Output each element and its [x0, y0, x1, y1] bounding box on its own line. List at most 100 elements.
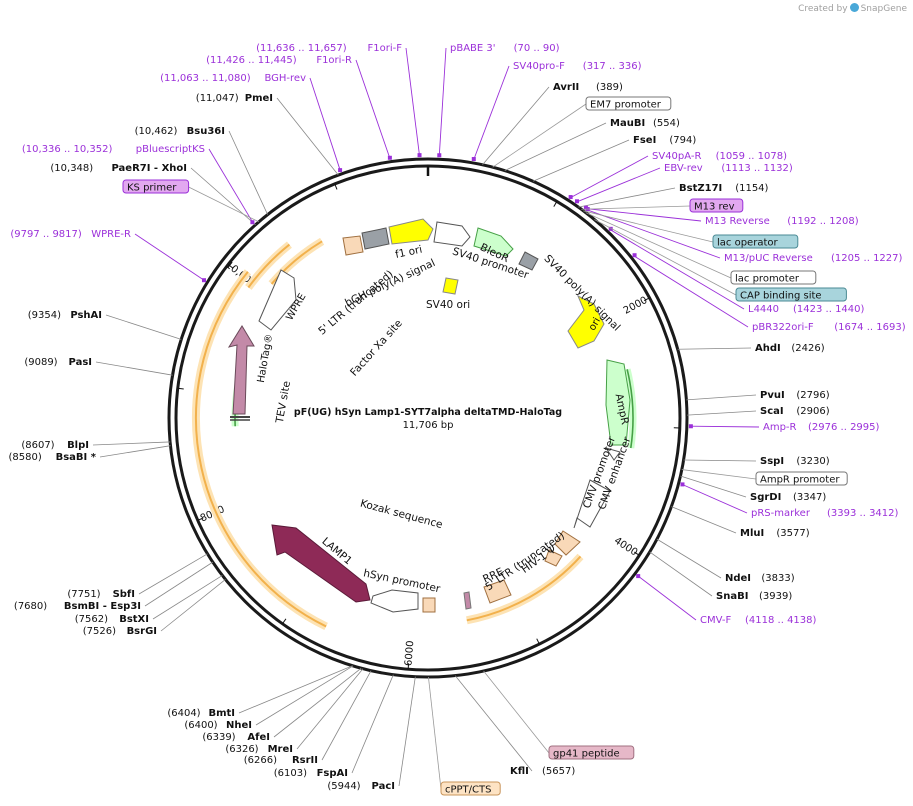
feature-leader-line	[585, 212, 732, 279]
primer-mark	[250, 220, 255, 225]
site-leader-line	[482, 86, 550, 166]
cmv-promoter-block	[554, 530, 581, 556]
primer-leader-line	[576, 167, 661, 203]
primer-position: (1113 .. 1132)	[721, 163, 793, 174]
site-position: (3347)	[793, 492, 826, 503]
site-position: (6326)	[225, 744, 258, 755]
primer-label: EBV-rev	[664, 163, 703, 174]
feature-box	[548, 745, 635, 760]
site-leader-line	[296, 668, 364, 750]
sv40-promoter-arrow	[433, 221, 471, 247]
hiv-psi-block	[544, 549, 563, 567]
site-label: MauBI	[610, 118, 645, 129]
site-leader-line	[578, 187, 676, 208]
primer-label: M13 Reverse	[705, 216, 770, 227]
site-label: AhdI	[755, 343, 781, 354]
site-leader-line	[532, 139, 630, 182]
site-label: FspAI	[317, 768, 348, 779]
feature-box-label: lac promoter	[735, 274, 800, 285]
plasmid-name: pF(UG) hSyn Lamp1-SYT7alpha deltaTMD-Hal…	[294, 407, 562, 418]
site-label: BstZ17I	[679, 183, 722, 194]
site-position: (5657)	[542, 766, 575, 777]
site-label: BstXI	[119, 614, 149, 625]
cppt-block	[422, 597, 436, 613]
tick-mark	[553, 201, 558, 207]
primer-mark	[688, 424, 693, 429]
ori-arrow	[567, 294, 605, 349]
site-position: (10,462)	[135, 126, 178, 137]
primer-leader-line	[609, 229, 745, 310]
bgh-polya-block	[361, 227, 390, 250]
site-leader-line	[95, 361, 173, 376]
primer-position: (70 .. 90)	[514, 43, 560, 54]
feature-box	[689, 198, 744, 213]
feature-leader-line	[483, 670, 550, 754]
lamp1-arrow	[271, 524, 371, 603]
site-leader-line	[351, 674, 394, 774]
site-position: (7562)	[75, 614, 108, 625]
site-position: (2796)	[796, 390, 829, 401]
site-leader-line	[152, 575, 223, 620]
site-label: Bsu36I	[187, 126, 225, 137]
label-sv40-ori: SV40 ori	[426, 299, 470, 311]
site-position: (6404)	[167, 708, 200, 719]
site-label: SnaBI	[716, 591, 748, 602]
site-leader-line	[138, 553, 208, 595]
primer-mark	[632, 253, 637, 258]
feature-arc	[270, 240, 323, 285]
label-kozak: Kozak sequence	[359, 498, 444, 532]
site-leader-line	[683, 459, 757, 462]
primer-label: SV40pA-R	[652, 151, 701, 162]
label-halotag: HaloTag®	[256, 333, 275, 384]
primer-label: WPRE-R	[91, 229, 131, 240]
feature-arc	[247, 243, 291, 289]
primer-position: (11,636 .. 11,657)	[256, 43, 347, 54]
label-f1-ori: f1 ori	[394, 244, 423, 261]
site-label: BsrGI	[127, 626, 157, 637]
bleor-arrow	[473, 227, 514, 257]
site-leader-line	[656, 538, 722, 579]
site-label: SgrDI	[750, 492, 781, 503]
site-leader-line	[680, 475, 747, 498]
tick-mark	[634, 551, 640, 556]
site-label: BsmBI - Esp3I	[64, 601, 141, 612]
site-leader-line	[321, 670, 372, 761]
tick-label: 6000	[403, 640, 416, 666]
primer-position: (317 .. 336)	[583, 61, 642, 72]
feature-box	[712, 234, 799, 249]
site-leader-line	[649, 551, 713, 597]
site-label: PacI	[372, 781, 395, 792]
snapgene-logo-icon	[849, 3, 859, 12]
primer-mark	[338, 168, 343, 173]
primer-label: Amp-R	[763, 422, 797, 433]
site-leader-line	[276, 97, 339, 176]
primer-mark	[636, 574, 641, 579]
site-position: (3230)	[796, 456, 829, 467]
site-leader-line	[686, 410, 757, 416]
tick-mark	[197, 517, 204, 521]
primer-position: (10,336 .. 10,352)	[22, 144, 113, 155]
site-position: (8607)	[21, 440, 54, 451]
site-position: (11,047)	[196, 93, 239, 104]
primer-mark	[387, 155, 392, 160]
tick-mark	[334, 183, 338, 190]
rre-block	[483, 579, 512, 604]
site-label: PasI	[69, 357, 92, 368]
site-position: (3833)	[761, 573, 794, 584]
primer-label: L4440	[748, 304, 779, 315]
feature-box-label: AmpR promoter	[760, 475, 840, 486]
primer-leader-line	[134, 233, 206, 282]
feature-box-label: cPPT/CTS	[445, 785, 491, 796]
primer-label: F1ori-R	[316, 55, 352, 66]
primer-label: BGH-rev	[264, 73, 306, 84]
tick-mark	[282, 618, 287, 625]
site-leader-line	[92, 441, 171, 446]
cmv-enhancer-arrow	[573, 479, 611, 529]
f1-ori-arrow	[388, 218, 434, 245]
primer-label: CMV-F	[700, 615, 731, 626]
primer-label: SV40pro-F	[513, 61, 565, 72]
hsyn-promoter-arrow	[370, 589, 419, 613]
feature-box-label: KS primer	[127, 183, 177, 194]
